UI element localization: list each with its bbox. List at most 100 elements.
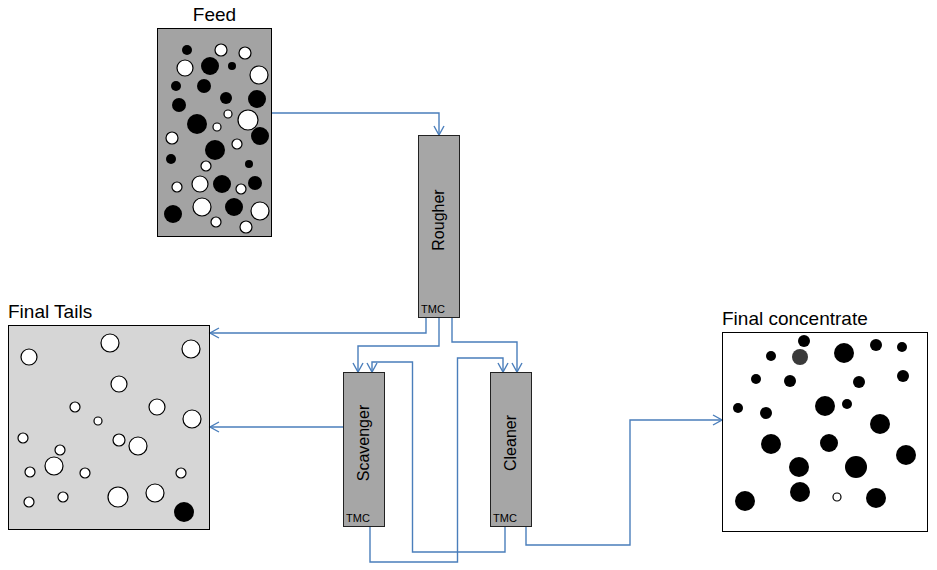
particle xyxy=(146,484,164,502)
particle xyxy=(25,467,35,477)
particle xyxy=(251,202,269,220)
particle xyxy=(761,434,781,454)
panel-heading: Final Tails xyxy=(8,299,210,325)
particle xyxy=(70,402,80,412)
particle xyxy=(182,340,200,358)
particle xyxy=(113,434,125,446)
particle xyxy=(853,376,865,388)
particle xyxy=(171,81,181,91)
sample-panel: Feed xyxy=(157,2,272,237)
cell-tag: TMC xyxy=(419,303,459,317)
particle xyxy=(225,198,243,216)
flow-connector xyxy=(367,362,505,552)
tails-ground xyxy=(8,325,210,530)
concentrate-ground xyxy=(722,332,928,532)
arrow-head xyxy=(498,363,508,372)
particle xyxy=(834,343,854,363)
cell-body: Scavenger xyxy=(344,373,384,512)
particle xyxy=(245,160,253,168)
particle xyxy=(870,339,882,351)
panel-heading: Final concentrate xyxy=(722,306,928,332)
particle xyxy=(166,154,176,164)
particle xyxy=(201,161,211,171)
particle xyxy=(239,47,251,59)
particle xyxy=(108,487,128,507)
particle xyxy=(733,403,743,413)
cell-name: Cleaner xyxy=(502,414,520,470)
particle xyxy=(205,140,225,160)
flow-line xyxy=(358,318,439,372)
particle xyxy=(866,488,886,508)
flow-line xyxy=(210,426,343,427)
arrow-head xyxy=(210,422,219,432)
particle xyxy=(172,98,186,112)
particle xyxy=(215,44,227,56)
flow-line xyxy=(372,362,505,552)
flow-connector xyxy=(353,318,439,372)
flow-line xyxy=(210,318,426,333)
cell-body: Cleaner xyxy=(491,373,531,512)
particle xyxy=(248,176,262,190)
particle xyxy=(183,410,201,428)
particle xyxy=(193,198,211,216)
cell-tag: TMC xyxy=(344,512,384,526)
feed-gangue-particles xyxy=(166,44,269,233)
tails-gangue-particles xyxy=(18,334,201,507)
particle xyxy=(101,334,119,352)
flow-line xyxy=(452,318,517,372)
particle xyxy=(784,375,796,387)
arrow-head xyxy=(367,363,377,372)
flotation-cell: RougherTMC xyxy=(418,135,460,318)
arrow-head xyxy=(210,328,219,338)
particle xyxy=(815,396,835,416)
particle xyxy=(111,376,127,392)
cell-body: Rougher xyxy=(419,136,459,303)
particle xyxy=(192,176,208,192)
particle xyxy=(792,349,808,365)
particle xyxy=(213,123,221,131)
particle xyxy=(174,502,194,522)
flow-connector xyxy=(452,318,522,372)
particle xyxy=(201,57,219,75)
particle xyxy=(240,221,252,233)
particle xyxy=(197,79,211,93)
sample-panel: Final Tails xyxy=(8,299,210,530)
flow-line xyxy=(272,113,439,135)
particle xyxy=(21,349,37,365)
particle xyxy=(238,110,258,130)
particle xyxy=(842,399,852,409)
flow-connector xyxy=(210,318,426,338)
particle xyxy=(58,492,68,502)
feed-ground xyxy=(157,28,272,237)
particle xyxy=(94,417,102,425)
particle xyxy=(820,434,838,452)
particle xyxy=(228,62,236,70)
flow-connector xyxy=(526,415,722,545)
particle xyxy=(55,445,65,455)
particle xyxy=(896,445,916,465)
particle xyxy=(45,457,63,475)
particle xyxy=(220,92,232,104)
panel-frame xyxy=(157,28,272,237)
flow-connector xyxy=(370,358,508,562)
particle xyxy=(236,184,246,194)
particle xyxy=(211,217,221,227)
arrow-head xyxy=(512,363,522,372)
particle xyxy=(833,493,841,501)
concentrate-mineral-particles xyxy=(733,335,916,511)
flow-line xyxy=(526,420,722,545)
particle xyxy=(176,468,186,478)
flow-connector xyxy=(272,113,444,135)
particle xyxy=(735,491,755,511)
particle xyxy=(164,205,182,223)
arrow-head xyxy=(713,415,722,425)
particle xyxy=(80,468,90,478)
particle xyxy=(149,399,165,415)
particle xyxy=(789,457,809,477)
particle xyxy=(224,110,232,118)
particle xyxy=(166,132,178,144)
particle xyxy=(897,370,909,382)
particle xyxy=(251,127,269,145)
